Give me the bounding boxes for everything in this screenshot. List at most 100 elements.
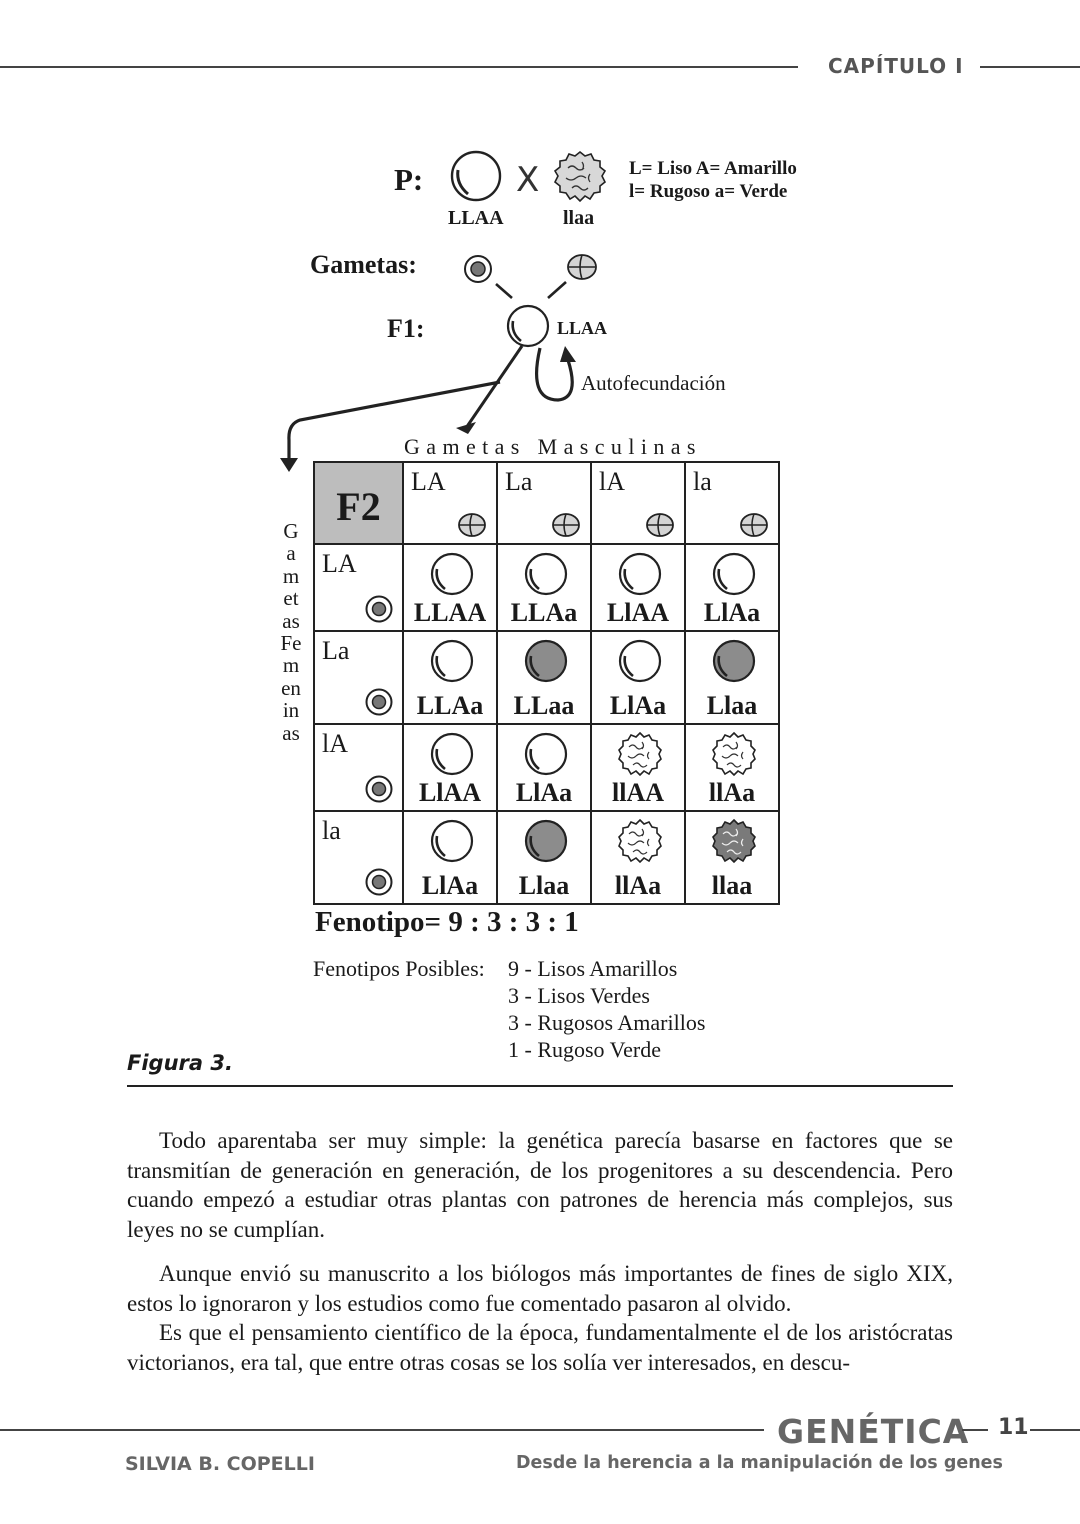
legend-line-1: L= Liso A= Amarillo (629, 158, 797, 179)
header-rule-left (0, 66, 798, 68)
punnett-cell: Llaa (496, 810, 592, 905)
punnett-cell: LLAa (496, 543, 592, 632)
punnett-cell: llaa (684, 810, 780, 905)
book-title: GENÉTICA (777, 1412, 970, 1451)
chapter-label: CAPÍTULO I (828, 54, 964, 78)
cell-genotype: llaa (711, 871, 753, 900)
footer-rule-left (0, 1429, 764, 1431)
male-gamete-icon (740, 513, 768, 537)
f1-genotype: LLAA (557, 318, 608, 338)
legend-line-2: l= Rugoso a= Verde (629, 181, 788, 202)
phenotype-item: 3 - Rugosos Amarillos (508, 1010, 706, 1035)
male-gamete-icon (552, 513, 580, 537)
corner-cell: F2 (313, 461, 404, 545)
female-gamete-icon (365, 688, 393, 716)
cell-genotype: LlAa (703, 598, 761, 627)
smooth-pea-icon (430, 732, 474, 776)
book-subtitle: Desde la herencia a la manipulación de l… (516, 1453, 1003, 1473)
male-gamete-header: La (496, 461, 592, 545)
cell-genotype: Llaa (706, 691, 758, 720)
female-gamete-icon (365, 775, 393, 803)
footer-rule-right (1030, 1429, 1080, 1431)
female-gamete-icon (365, 595, 393, 623)
wrinkled-pea-icon (712, 731, 756, 777)
phenotype-item: 1 - Rugoso Verde (508, 1037, 661, 1062)
author-name: SILVIA B. COPELLI (125, 1453, 315, 1475)
smooth-pea-icon (430, 552, 474, 596)
smooth-pea-icon (618, 552, 662, 596)
parental-label: P: (394, 162, 424, 197)
wrinkled-pea-icon (553, 150, 607, 203)
body-paragraph: Es que el pensamiento científico de la é… (127, 1320, 953, 1375)
wrinkled-pea-icon (618, 731, 662, 777)
f2-label: F2 (336, 484, 381, 529)
cross-symbol: X (516, 160, 540, 200)
wrinkled-pea-icon (712, 818, 756, 864)
smooth-pea-icon (524, 552, 568, 596)
female-gamete-header: LA (313, 543, 404, 632)
phenotype-item: 3 - Lisos Verdes (508, 983, 650, 1008)
female-gametes-label: GametasFemeninas (280, 519, 302, 745)
punnett-cell: LlAa (590, 630, 686, 725)
wrinkled-pea-icon (618, 818, 662, 864)
figure-rule (127, 1085, 953, 1087)
punnett-cell: LlAa (684, 543, 780, 632)
cell-genotype: LLAa (416, 691, 484, 720)
green-pea-icon (524, 639, 568, 683)
green-pea-icon (712, 639, 756, 683)
punnett-cell: LlAa (402, 810, 498, 905)
cell-genotype: LLAA (413, 598, 487, 627)
diagram-arrows (280, 281, 576, 472)
female-gamete-header: la (313, 810, 404, 905)
female-gamete-icon (365, 868, 393, 896)
smooth-pea-icon (430, 819, 474, 863)
f1-pea-icon (506, 304, 550, 348)
male-gamete-icon (458, 513, 486, 537)
cell-genotype: LlAA (418, 778, 482, 807)
punnett-cell: LlAa (496, 723, 592, 812)
cell-genotype: LlAa (515, 778, 573, 807)
punnett-cell: llAa (590, 810, 686, 905)
cell-genotype: LLaa (513, 691, 575, 720)
parent-wrinkled-genotype: llaa (563, 207, 595, 229)
punnett-cell: LLAA (402, 543, 498, 632)
male-gametes-label: Gametas Masculinas (404, 434, 702, 459)
smooth-pea-icon (450, 150, 502, 202)
f1-label: F1: (387, 314, 425, 343)
phenotype-item: 9 - Lisos Amarillos (508, 956, 678, 981)
cell-genotype: LlAA (606, 598, 670, 627)
punnett-cell: LLaa (496, 630, 592, 725)
male-gamete-header: LA (402, 461, 498, 545)
male-gamete-icon (646, 513, 674, 537)
female-gamete-icon (464, 255, 492, 283)
punnett-cell: LLAa (402, 630, 498, 725)
cell-genotype: LlAa (609, 691, 667, 720)
punnett-cell: llAA (590, 723, 686, 812)
footer-rule-mid (962, 1429, 988, 1431)
cell-genotype: LlAa (421, 871, 479, 900)
punnett-cell: llAa (684, 723, 780, 812)
smooth-pea-icon (618, 639, 662, 683)
female-gamete-header: lA (313, 723, 404, 812)
possible-phenotypes-list: 9 - Lisos Amarillos 3 - Lisos Verdes 3 -… (508, 955, 705, 1063)
cell-genotype: llAA (612, 778, 664, 807)
possible-phenotypes-label: Fenotipos Posibles: (313, 956, 485, 981)
cell-genotype: LLAa (510, 598, 578, 627)
cell-genotype: llAa (614, 871, 662, 900)
header-rule-right (980, 66, 1080, 68)
male-gamete-icon (567, 254, 597, 280)
male-gamete-header: la (684, 461, 780, 545)
punnett-cell: LlAA (402, 723, 498, 812)
parent-smooth-genotype: LLAA (448, 207, 504, 229)
smooth-pea-icon (524, 732, 568, 776)
gametes-label: Gametas: (310, 250, 417, 279)
female-gamete-header: La (313, 630, 404, 725)
male-gamete-header: lA (590, 461, 686, 545)
body-paragraph: Todo aparentaba ser muy simple: la genét… (127, 1128, 953, 1242)
green-pea-icon (524, 819, 568, 863)
phenotype-ratio: Fenotipo= 9 : 3 : 3 : 1 (315, 906, 579, 938)
punnett-cell: Llaa (684, 630, 780, 725)
cell-genotype: llAa (708, 778, 756, 807)
smooth-pea-icon (712, 552, 756, 596)
